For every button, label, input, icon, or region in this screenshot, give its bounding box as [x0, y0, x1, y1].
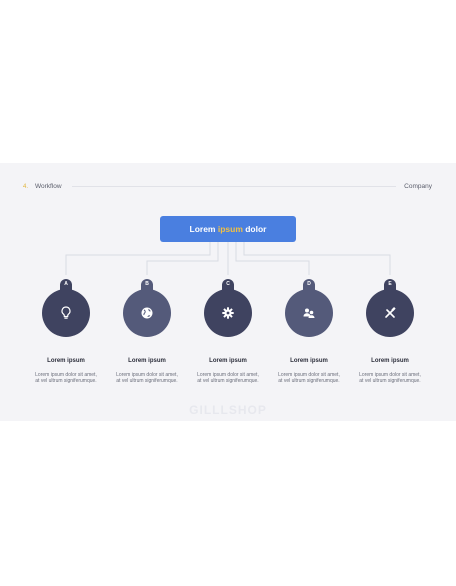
globe-icon — [137, 303, 157, 323]
node-letter: B — [145, 281, 149, 287]
lightbulb-icon — [56, 303, 76, 323]
slide: 4. Workflow Company Lorem ipsum dolor A L… — [0, 163, 456, 421]
node-title: Lorem ipsum — [128, 358, 166, 364]
node-letter: E — [388, 281, 392, 287]
node-letter: D — [307, 281, 311, 287]
node-description: Lorem ipsum dolor sit amet, at vel ultru… — [35, 372, 97, 384]
node-letter: C — [226, 281, 230, 287]
node-description: Lorem ipsum dolor sit amet, at vel ultru… — [197, 372, 259, 384]
node-letter: A — [64, 281, 68, 287]
node-title: Lorem ipsum — [290, 358, 328, 364]
node-description: Lorem ipsum dolor sit amet, at vel ultru… — [359, 372, 421, 384]
node-description: Lorem ipsum dolor sit amet, at vel ultru… — [116, 372, 178, 384]
watermark: GILLLSHOP — [189, 403, 267, 417]
node-circle — [285, 289, 333, 337]
node-circle — [42, 289, 90, 337]
users-icon — [299, 303, 319, 323]
main-topic-prefix: Lorem — [189, 224, 218, 234]
main-topic-suffix: dolor — [242, 224, 267, 234]
connector-lines — [65, 242, 391, 275]
header-title: Workflow — [35, 183, 62, 190]
node-title: Lorem ipsum — [47, 358, 85, 364]
header-divider — [72, 186, 396, 187]
node-title: Lorem ipsum — [209, 358, 247, 364]
header-company: Company — [404, 183, 432, 190]
main-topic-box: Lorem ipsum dolor — [160, 216, 296, 242]
node-title: Lorem ipsum — [371, 358, 409, 364]
gear-icon — [218, 303, 238, 323]
main-topic-highlight: ipsum — [217, 224, 243, 234]
tools-icon — [380, 303, 400, 323]
header-number: 4. — [23, 184, 29, 190]
node-description: Lorem ipsum dolor sit amet, at vel ultru… — [278, 372, 340, 384]
